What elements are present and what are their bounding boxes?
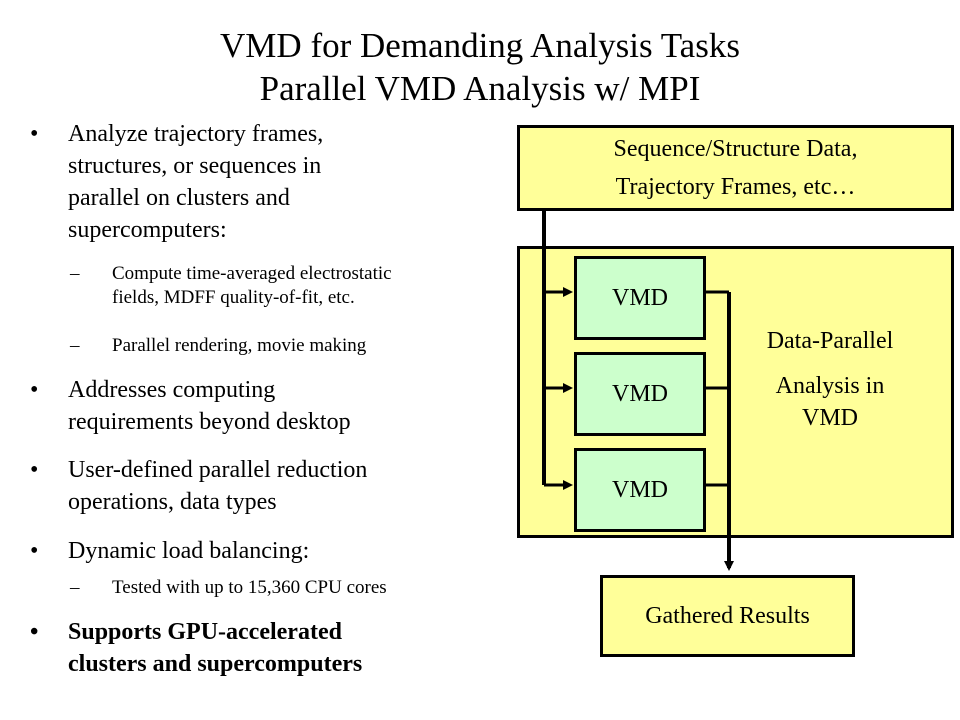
sub-bullet-compute-line-1: Compute time-averaged electrostatic [112,263,392,284]
vmd-worker-2: VMD [574,352,706,436]
bullet-addresses-line-2: requirements beyond desktop [68,409,351,435]
sub-bullet-dash: – [70,263,80,284]
bullet-dot: • [30,121,39,147]
bullet-gpu-line-1: Supports GPU-accelerated [68,619,342,645]
bullet-dot: • [30,619,39,645]
sub-bullet-tested-line-1: Tested with up to 15,360 CPU cores [112,577,387,598]
bullet-user-defined-line-1: User-defined parallel reduction [68,457,368,483]
bullet-gpu-line-2: clusters and supercomputers [68,651,363,677]
bullet-dot: • [30,457,39,483]
bullet-dot: • [30,377,39,403]
sub-bullet-rendering-line-1: Parallel rendering, movie making [112,335,367,356]
sub-bullet-dash: – [70,335,80,356]
input-data-box-line-1: Sequence/Structure Data, [613,136,858,162]
gathered-results-box: Gathered Results [600,575,855,657]
vmd-worker-1: VMD [574,256,706,340]
input-data-box-line-2: Trajectory Frames, etc… [615,174,856,200]
input-data-box: Sequence/Structure Data, Trajectory Fram… [517,125,954,211]
bullet-analyze-line-2: structures, or sequences in [68,153,322,179]
sub-bullet-compute-line-2: fields, MDFF quality-of-fit, etc. [112,287,355,308]
bullet-addresses-line-1: Addresses computing [68,377,276,403]
data-parallel-label-line-2: Analysis in [775,373,885,399]
bullet-dot: • [30,538,39,564]
vmd-worker-3: VMD [574,448,706,532]
data-parallel-label-line-3: VMD [801,405,858,431]
slide-title-line-1: VMD for Demanding Analysis Tasks [220,26,740,65]
slide-title-line-2: Parallel VMD Analysis w/ MPI [259,69,701,108]
bullet-user-defined-line-2: operations, data types [68,489,277,515]
bullet-analyze-line-4: supercomputers: [68,217,227,243]
sub-bullet-dash: – [70,577,80,598]
bullet-analyze-line-3: parallel on clusters and [68,185,290,211]
data-parallel-label-line-1: Data-Parallel [766,328,894,354]
bullet-load-balancing-line-1: Dynamic load balancing: [68,538,310,564]
bullet-analyze-line-1: Analyze trajectory frames, [68,121,324,147]
